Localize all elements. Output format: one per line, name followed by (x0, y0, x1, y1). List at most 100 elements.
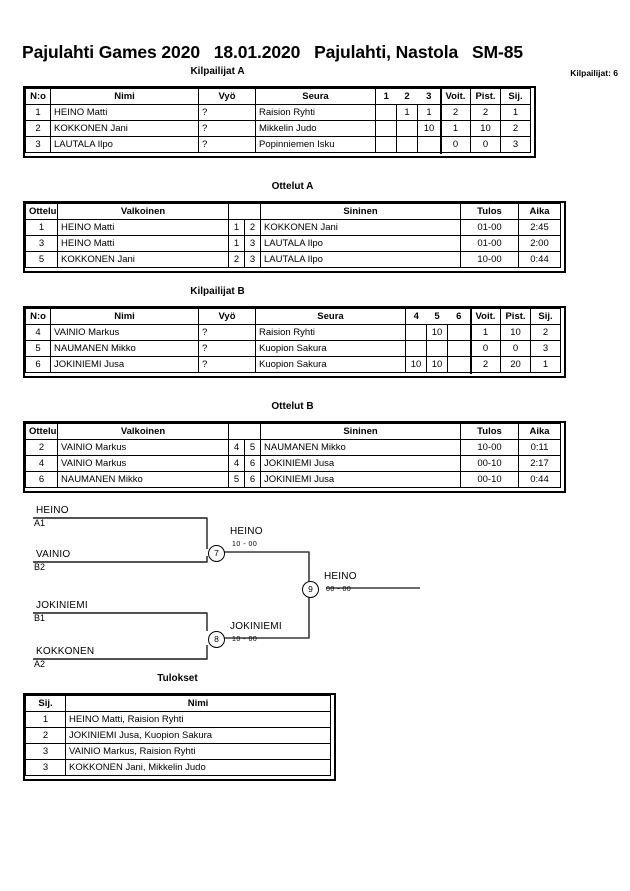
cell-place: 3 (500, 136, 531, 153)
col-blue: Sininen (260, 423, 461, 440)
cell-time: 0:11 (518, 439, 561, 456)
cell-blue-no: 6 (244, 471, 261, 488)
cell-place: 3 (530, 340, 561, 357)
cell-score-4: 10 (405, 356, 427, 373)
matches-a-header-row: Ottelu Valkoinen Sininen Tulos Aika (25, 203, 561, 220)
cell-score-4 (405, 340, 427, 357)
cell-white-no: 4 (228, 439, 245, 456)
table-row: 6 JOKINIEMI Jusa ? Kuopion Sakura 10 10 … (25, 356, 561, 373)
cell-score-5: 10 (426, 324, 448, 341)
bracket-entrant-seed: B1 (34, 613, 46, 623)
col-name: Nimi (50, 308, 199, 325)
cell-name: VAINIO Markus, Raision Ryhti (65, 743, 331, 760)
bracket-node-9[interactable]: 9 (302, 581, 319, 598)
pool-b-table: N:o Nimi Vyö Seura 4 5 6 Voit. Pist. Sij… (25, 308, 561, 373)
cell-white: HEINO Matti (57, 235, 229, 252)
col-score-2: 2 (396, 88, 418, 105)
results-table: Sij. Nimi 1 HEINO Matti, Raision Ryhti 2… (25, 695, 331, 776)
cell-name: HEINO Matti (50, 104, 199, 121)
cell-no: 1 (25, 104, 51, 121)
cell-name: NAUMANEN Mikko (50, 340, 199, 357)
bracket-node-8[interactable]: 8 (208, 631, 225, 648)
cell-belt: ? (198, 324, 256, 341)
bracket-winner-score: 10 - 00 (232, 541, 258, 548)
col-bout: Ottelu (25, 203, 58, 220)
col-name: Nimi (50, 88, 199, 105)
bracket-winner-name: JOKINIEMI (230, 621, 282, 632)
caption-results: Tulokset (157, 673, 198, 684)
cell-points: 0 (470, 136, 501, 153)
cell-result: 10-00 (460, 251, 519, 268)
bracket-entrant-name: JOKINIEMI (36, 600, 88, 611)
cell-place: 1 (500, 104, 531, 121)
col-score-1: 1 (375, 88, 397, 105)
cell-wins: 1 (470, 324, 501, 341)
cell-white: NAUMANEN Mikko (57, 471, 229, 488)
cell-score-3: 10 (417, 120, 441, 137)
cell-name: JOKINIEMI Jusa (50, 356, 199, 373)
cell-score-3 (417, 136, 441, 153)
col-blue-no (244, 203, 261, 220)
cell-wins: 0 (470, 340, 501, 357)
col-place: Sij. (500, 88, 531, 105)
table-row: 2 JOKINIEMI Jusa, Kuopion Sakura (25, 727, 331, 744)
table-row: 3 HEINO Matti 1 3 LAUTALA Ilpo 01-00 2:0… (25, 235, 561, 252)
col-wins: Voit. (440, 88, 471, 105)
cell-white-no: 4 (228, 455, 245, 472)
cell-result: 01-00 (460, 235, 519, 252)
cell-time: 0:44 (518, 471, 561, 488)
cell-club: Raision Ryhti (255, 104, 376, 121)
bracket-node-7[interactable]: 7 (208, 545, 225, 562)
cell-blue: JOKINIEMI Jusa (260, 455, 461, 472)
page-title: Pajulahti Games 2020 18.01.2020 Pajulaht… (22, 42, 618, 63)
table-row: 2 KOKKONEN Jani ? Mikkelin Judo 10 1 10 … (25, 120, 531, 137)
cell-place: 1 (25, 711, 66, 728)
cell-white-no: 1 (228, 235, 245, 252)
cell-time: 2:17 (518, 455, 561, 472)
col-score-6: 6 (447, 308, 471, 325)
bracket-winner-score: 10 - 00 (232, 636, 258, 643)
cell-belt: ? (198, 356, 256, 373)
cell-bout: 2 (25, 439, 58, 456)
cell-wins: 1 (440, 120, 471, 137)
bracket-entrant-name: HEINO (36, 505, 69, 516)
cell-place: 2 (530, 324, 561, 341)
table-row: 5 NAUMANEN Mikko ? Kuopion Sakura 0 0 3 (25, 340, 561, 357)
cell-score-5 (426, 340, 448, 357)
col-blue: Sininen (260, 203, 461, 220)
cell-white-no: 5 (228, 471, 245, 488)
event-venue: Pajulahti, Nastola (314, 42, 459, 62)
cell-belt: ? (198, 104, 256, 121)
cell-score-1 (375, 104, 397, 121)
cell-score-4 (405, 324, 427, 341)
cell-belt: ? (198, 340, 256, 357)
cell-no: 5 (25, 340, 51, 357)
col-place: Sij. (25, 695, 66, 712)
cell-club: Popinniemen Isku (255, 136, 376, 153)
cell-white: HEINO Matti (57, 219, 229, 236)
cell-time: 0:44 (518, 251, 561, 268)
cell-white: VAINIO Markus (57, 439, 229, 456)
cell-no: 6 (25, 356, 51, 373)
cell-place: 1 (530, 356, 561, 373)
table-row: 3 LAUTALA Ilpo ? Popinniemen Isku 0 0 3 (25, 136, 531, 153)
cell-score-1 (375, 120, 397, 137)
col-belt: Vyö (198, 308, 256, 325)
col-bout: Ottelu (25, 423, 58, 440)
table-row: 6 NAUMANEN Mikko 5 6 JOKINIEMI Jusa 00-1… (25, 471, 561, 488)
bracket-line-sf1-winner (224, 551, 310, 581)
cell-wins: 2 (440, 104, 471, 121)
col-result: Tulos (460, 203, 519, 220)
cell-place: 2 (500, 120, 531, 137)
cell-belt: ? (198, 136, 256, 153)
caption-matches-b: Ottelut B (271, 401, 314, 412)
caption-matches-a: Ottelut A (271, 181, 314, 192)
col-score-3: 3 (417, 88, 441, 105)
bracket-winner-name: HEINO (324, 571, 357, 582)
bracket-winner-score: 00 - 00 (326, 586, 352, 593)
cell-score-2 (396, 120, 418, 137)
col-name: Nimi (65, 695, 331, 712)
bracket-winner-name: HEINO (230, 526, 263, 537)
cell-name: KOKKONEN Jani, Mikkelin Judo (65, 759, 331, 776)
table-row: 1 HEINO Matti, Raision Ryhti (25, 711, 331, 728)
